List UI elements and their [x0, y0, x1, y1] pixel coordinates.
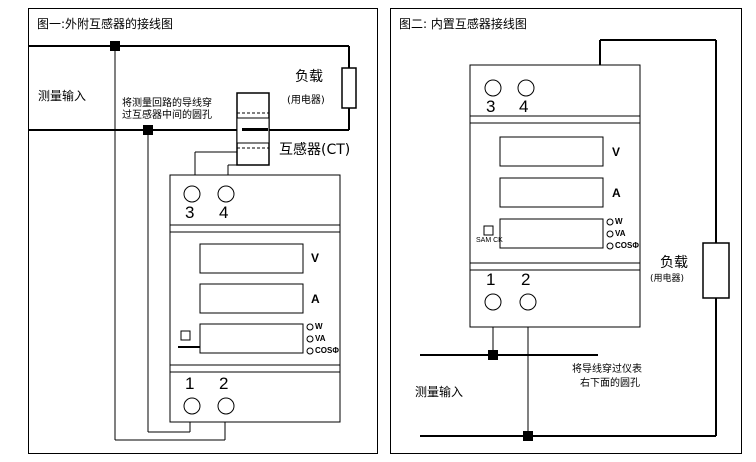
- fig1-terminal-3: [183, 185, 201, 203]
- fig2-terminal-3: [484, 79, 502, 97]
- fig2-terminal-4: [517, 79, 535, 97]
- fig1-terminal-2-label: 2: [219, 374, 229, 393]
- fig1-ct-label: 互感器(CT): [279, 142, 351, 158]
- fig1-terminal-1-label: 1: [185, 374, 195, 393]
- fig2-power-display: [499, 218, 604, 249]
- fig1-terminal-4: [217, 185, 235, 203]
- fig1-indicator-w: W: [315, 322, 323, 331]
- fig2-current-unit: A: [612, 186, 621, 200]
- fig1-power-display: [199, 323, 304, 354]
- fig2-note-line-2: 右下面的圆孔: [580, 378, 640, 389]
- fig1-current-unit: A: [311, 292, 320, 306]
- fig2-terminal-3-label: 3: [486, 97, 496, 116]
- fig2-terminal-1: [484, 293, 502, 311]
- fig2-button-label: SAM CK: [476, 237, 503, 244]
- fig1-terminal-2: [217, 397, 235, 415]
- fig1-load-sub-label: (用电器): [287, 95, 325, 106]
- fig1-terminal-4-label: 4: [219, 203, 229, 222]
- fig2-load-resistor: [702, 242, 730, 299]
- fig2-indicator-va: VA: [615, 229, 626, 238]
- fig1-current-display: [199, 283, 304, 314]
- fig2-load-sub-label: (用电器): [650, 274, 685, 284]
- fig1-voltage-unit: V: [311, 251, 320, 265]
- fig2-voltage-display: [499, 136, 604, 167]
- fig1-load-label: 负载: [295, 69, 323, 85]
- figure-2-title: 图二: 内置互感器接线图: [399, 17, 527, 31]
- fig2-load-label: 负载: [660, 255, 688, 271]
- figure-1-title: 图一:外附互感器的接线图: [37, 17, 174, 31]
- fig2-indicator-cos: COSΦ: [615, 241, 639, 250]
- fig1-terminal-3-label: 3: [185, 203, 195, 222]
- fig1-junction-bottom: [143, 125, 153, 135]
- fig2-voltage-unit: V: [612, 145, 621, 159]
- fig2-terminal-4-label: 4: [519, 97, 529, 116]
- fig1-indicator-cos: COSΦ: [315, 346, 339, 355]
- fig1-load-resistor: [341, 67, 357, 109]
- fig2-note-line-1: 将导线穿过仪表: [572, 364, 642, 375]
- fig2-junction-lower: [523, 431, 533, 441]
- fig2-indicator-w: W: [615, 217, 623, 226]
- fig1-terminal-1: [183, 397, 201, 415]
- fig1-button: [180, 330, 191, 341]
- fig2-terminal-2: [519, 293, 537, 311]
- fig2-measure-input-label: 测量输入: [415, 385, 464, 399]
- fig2-junction-upper: [488, 350, 498, 360]
- fig2-button: [483, 225, 494, 236]
- fig1-ct-center-dash: [242, 128, 268, 131]
- fig1-junction-top: [110, 41, 120, 51]
- fig2-terminal-2-label: 2: [521, 270, 531, 289]
- fig2-current-display: [499, 177, 604, 208]
- fig1-voltage-display: [199, 243, 304, 274]
- fig1-measure-input-label: 测量输入: [38, 89, 87, 103]
- fig2-terminal-1-label: 1: [486, 270, 496, 289]
- fig1-note-line-1: 将测量回路的导线穿: [122, 98, 212, 109]
- fig1-indicator-va: VA: [315, 334, 326, 343]
- fig1-note-line-2: 过互感器中间的圆孔: [122, 110, 212, 121]
